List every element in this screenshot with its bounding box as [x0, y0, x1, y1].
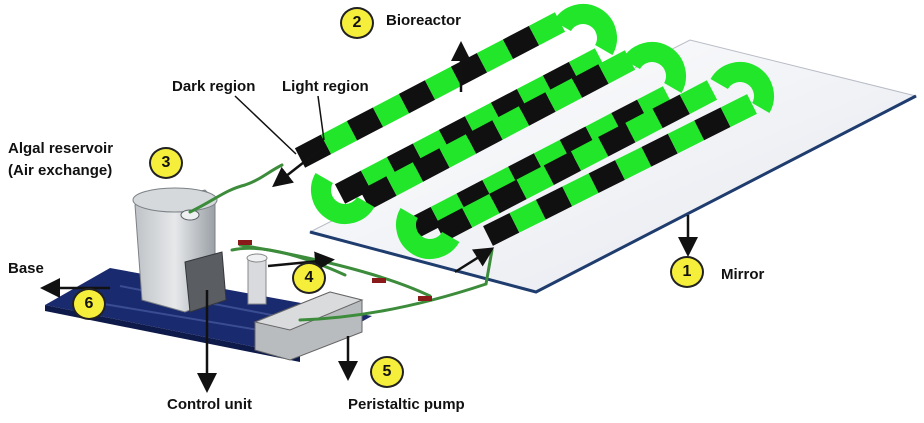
- badge-bioreactor: 2: [340, 7, 374, 39]
- tube-segment: [570, 137, 609, 171]
- tube-segment: [359, 176, 397, 210]
- tube-u-bend: [622, 42, 686, 93]
- tube-segment: [456, 180, 493, 213]
- tube-segment: [489, 179, 527, 214]
- tube-segment: [346, 107, 384, 141]
- badge-mirror: 1: [670, 256, 704, 288]
- tube-segment: [535, 186, 573, 220]
- tube-segment: [598, 122, 636, 157]
- tube-u-bend: [396, 208, 460, 259]
- badge-algal-reservoir: 3: [149, 147, 183, 179]
- tube-segment: [462, 193, 500, 228]
- region-leader-lines: [234, 95, 325, 155]
- tube-segment: [615, 146, 652, 180]
- tube-u-bend: [553, 4, 617, 55]
- tube-segment: [585, 113, 622, 146]
- valve-arrow: [267, 251, 335, 272]
- tube-segment: [562, 173, 599, 207]
- tube-segment: [533, 139, 570, 173]
- tube-segment: [412, 148, 450, 182]
- tube-segment: [516, 75, 554, 109]
- badge-base: 6: [72, 288, 106, 320]
- control-unit-label: Control unit: [167, 396, 252, 413]
- bioreactor-tubes: [294, 4, 774, 259]
- tube-segment: [434, 208, 473, 242]
- tube-segment: [542, 61, 580, 95]
- bioreactor-label: Bioreactor: [386, 12, 462, 29]
- tube-segment: [598, 50, 636, 84]
- tube-segment: [652, 94, 690, 129]
- peristaltic-pump-box: [253, 291, 364, 361]
- tube-segment: [641, 133, 678, 167]
- tube-segment: [476, 39, 514, 73]
- tube-segment: [508, 153, 545, 187]
- annotation-arrows: [40, 41, 698, 393]
- tube-segment: [502, 25, 540, 59]
- tube-segment: [516, 165, 554, 200]
- tube-inlet-arrow: [454, 247, 495, 274]
- tube-segment: [571, 64, 609, 98]
- tube-segment: [720, 94, 757, 128]
- tube-segment: [588, 160, 625, 194]
- hose-clips: [238, 240, 432, 301]
- tube-u-bend: [311, 173, 375, 224]
- control-unit-box: [184, 251, 227, 313]
- tube-segment: [483, 212, 520, 246]
- tube-segment: [412, 129, 450, 163]
- mirror-label: Mirror: [721, 266, 765, 283]
- tube-segment: [611, 99, 648, 133]
- tube-segment: [637, 86, 674, 120]
- tube-u-bend: [710, 62, 774, 113]
- dark-region-label: Dark region: [172, 78, 256, 95]
- tube-segment: [386, 162, 424, 196]
- tube-segment: [464, 102, 502, 136]
- tube-segment: [424, 66, 462, 100]
- tube-segment: [545, 78, 583, 112]
- tube-segment: [492, 106, 530, 140]
- tube-segment: [543, 151, 582, 185]
- base-label: Base: [8, 260, 44, 277]
- tube-segment: [559, 126, 596, 160]
- light-region-label: Light region: [282, 78, 369, 95]
- tube-segment: [334, 170, 372, 204]
- tube-segment: [465, 120, 503, 154]
- tube-segment: [518, 92, 556, 126]
- peristaltic-pump-label: Peristaltic pump: [348, 396, 465, 413]
- tube-outlet-arrow: [272, 147, 323, 188]
- tube-segment: [509, 199, 546, 233]
- tube-segment: [528, 12, 566, 46]
- tube-segment: [490, 89, 528, 123]
- tube-segment: [320, 121, 358, 155]
- tube-segment: [568, 48, 606, 82]
- algal-reservoir-label: Algal reservoir: [8, 140, 114, 157]
- tube-segment: [679, 80, 718, 114]
- tube-segment: [398, 80, 436, 114]
- tube-segment: [482, 166, 519, 200]
- tube-segment: [430, 193, 467, 227]
- badge-peristaltic-pump: 5: [370, 356, 404, 388]
- tube-segment: [438, 116, 476, 150]
- tube-segment: [694, 107, 731, 141]
- tube-segment: [667, 120, 705, 154]
- valve-column: [246, 253, 268, 305]
- tube-segment: [625, 108, 663, 143]
- tube-segment: [439, 134, 477, 168]
- tube-segment: [360, 157, 398, 191]
- tube-segment: [386, 143, 424, 177]
- badge-tubing-valve: 4: [292, 262, 326, 294]
- tube-segment: [294, 134, 332, 168]
- tube-segment: [372, 93, 410, 127]
- air-exchange-label: (Air exchange): [8, 162, 113, 179]
